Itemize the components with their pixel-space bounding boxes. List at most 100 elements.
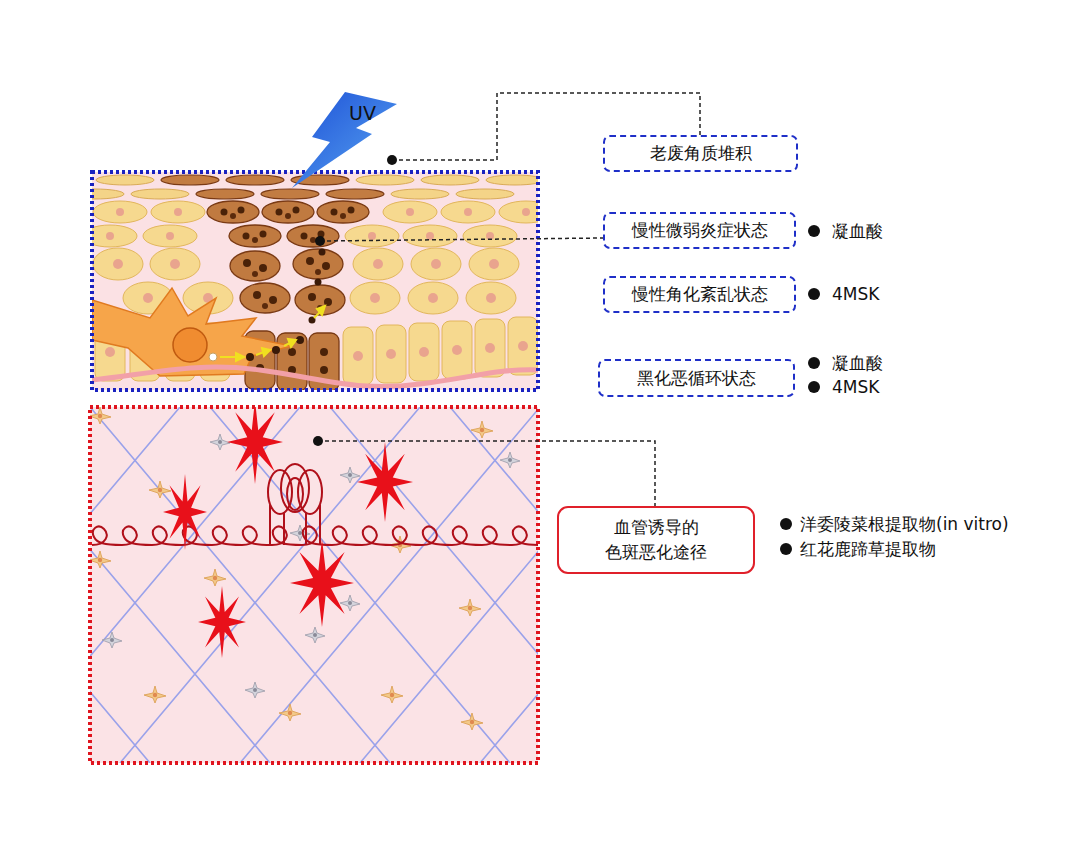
ingredient-label: 洋委陵菜根提取物(in vitro) <box>800 514 1009 534</box>
fibroblast <box>381 686 403 703</box>
inflammation-star <box>198 586 246 658</box>
bullet-dot <box>808 381 820 393</box>
bullet-dot <box>808 225 820 237</box>
ingredient-label: 4MSK <box>832 284 879 304</box>
pigmented-keratinocyte <box>230 251 280 281</box>
bullet-dot <box>780 543 792 555</box>
fibroblast <box>245 682 265 698</box>
keratinocyte <box>403 225 457 247</box>
pigmented-corneum-cell <box>161 175 219 185</box>
state-box: 老废角质堆积 <box>603 135 798 172</box>
ingredient-label: 红花鹿蹄草提取物 <box>800 539 936 559</box>
keratinocyte <box>383 201 437 223</box>
fibroblast <box>279 704 301 721</box>
pigmented-corneum-cell <box>326 189 384 199</box>
pigmented-keratinocyte <box>293 249 343 279</box>
pigmented-basal-cell <box>277 333 307 390</box>
blood-vessel <box>92 527 538 545</box>
transfer-arrows <box>220 306 325 361</box>
melanosome <box>315 279 322 286</box>
keratinocyte <box>463 225 517 247</box>
box-text: 慢性角化紊乱状态 <box>632 282 768 307</box>
keratinocyte <box>441 201 495 223</box>
state-box: 慢性微弱炎症状态 <box>603 212 796 249</box>
ingredient-label: 凝血酸 <box>832 353 883 373</box>
fibroblast <box>102 632 122 648</box>
inflammation-star <box>163 474 207 550</box>
fibroblast <box>149 481 171 498</box>
pigmented-keratinocyte <box>262 201 314 223</box>
corneum-cell <box>96 175 154 185</box>
keratinocyte <box>408 282 458 314</box>
bullet-dot <box>808 357 820 369</box>
fibroblast <box>471 421 493 438</box>
keratinocyte <box>466 282 516 314</box>
corneum-cell <box>131 189 189 199</box>
fibroblast <box>204 569 226 586</box>
melanosome <box>272 346 280 354</box>
corneum-cell <box>356 175 414 185</box>
fibroblast <box>500 452 520 468</box>
keratinocyte <box>411 248 461 280</box>
pigmented-corneum-cell <box>226 175 284 185</box>
basement-membrane <box>92 367 538 387</box>
inflammation-star <box>357 442 413 522</box>
fibroblast <box>90 407 111 424</box>
box-text: 黑化恶循环状态 <box>637 366 756 391</box>
epidermis-background <box>92 172 538 390</box>
pigmented-keratinocyte <box>207 201 259 223</box>
keratinocyte <box>353 248 403 280</box>
keratinocyte <box>92 225 137 247</box>
melanocyte-nucleus <box>173 328 207 362</box>
pigmented-keratinocyte <box>287 225 339 247</box>
box-text: 老废角质堆积 <box>650 141 752 166</box>
pigmented-keratinocyte <box>240 283 290 313</box>
basal-cell <box>442 321 472 379</box>
basal-cell <box>409 323 439 381</box>
fibroblast <box>90 551 111 568</box>
uv-label: UV <box>349 103 376 123</box>
vessel-tangle <box>268 464 322 545</box>
fibroblast <box>340 595 360 611</box>
pigmented-corneum-cell <box>196 189 254 199</box>
collagen-grid <box>90 407 538 763</box>
pigmented-keratinocyte <box>229 225 281 247</box>
corneum-cell <box>421 175 479 185</box>
melanocyte <box>92 288 292 376</box>
keratinocyte <box>469 248 519 280</box>
pigmented-keratinocyte <box>317 201 369 223</box>
keratinocyte <box>143 225 197 247</box>
dermis-background <box>90 407 538 763</box>
leader-dot <box>313 436 323 446</box>
inflammation-star <box>227 407 283 484</box>
state-box: 黑化恶循环状态 <box>598 359 795 397</box>
melanosome <box>209 353 217 361</box>
ingredient-label: 凝血酸 <box>832 221 883 241</box>
leader-dot <box>315 236 325 246</box>
leader-dot <box>387 155 397 165</box>
uv-bolt <box>292 92 397 188</box>
keratinocyte <box>345 225 399 247</box>
epidermis-frame <box>92 172 538 390</box>
melanosome <box>246 353 254 361</box>
basal-cell <box>376 325 406 383</box>
keratinocyte <box>151 201 205 223</box>
melanosome <box>319 249 326 256</box>
pigmented-corneum-cell <box>261 189 319 199</box>
ingredient-label: 4MSK <box>832 377 879 397</box>
corneum-cell <box>486 175 538 185</box>
keratinocyte <box>150 248 200 280</box>
basal-cell <box>343 327 373 385</box>
basal-cell <box>475 319 505 377</box>
fibroblast <box>461 713 483 730</box>
keratinocyte <box>350 282 400 314</box>
corneum-cell <box>391 189 449 199</box>
bullet-dot <box>808 288 820 300</box>
dermis-frame <box>90 407 538 763</box>
corneum-cell <box>456 189 514 199</box>
corneum-cell <box>92 189 124 199</box>
epidermis-cells <box>92 175 538 390</box>
fibroblast <box>459 599 481 616</box>
